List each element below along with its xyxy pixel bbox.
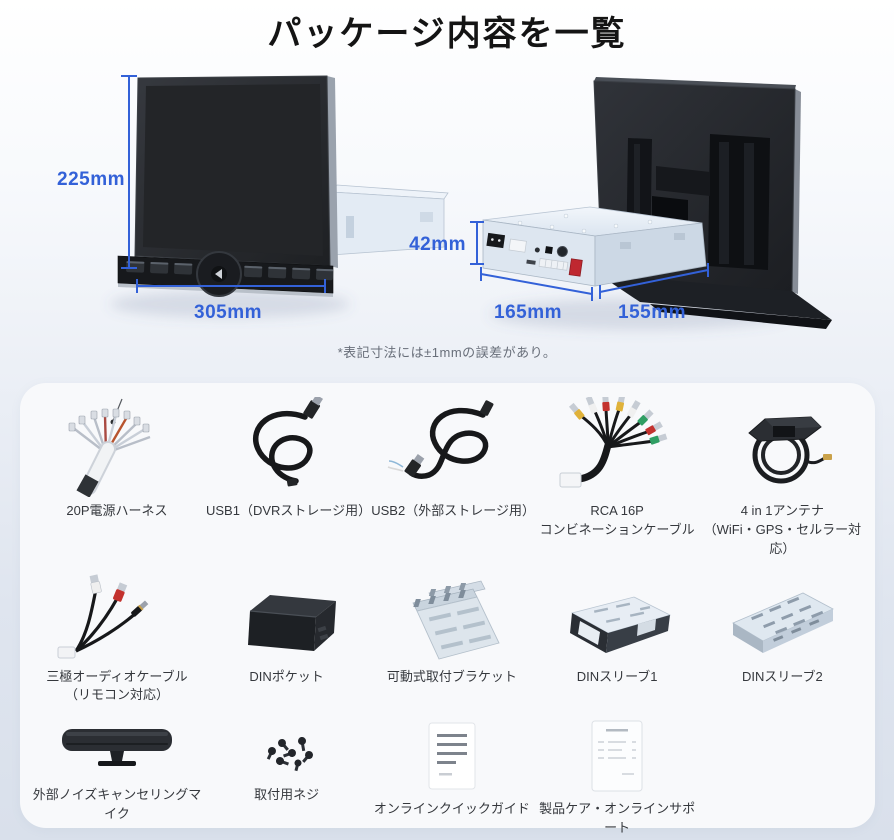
package-item-mounting-screws: 取付用ネジ	[206, 717, 367, 838]
volume-knob	[196, 251, 242, 297]
mounting-bracket-image	[412, 580, 500, 660]
rear-width-dimension-label: 165mm	[494, 302, 562, 323]
package-item-label: DINポケット	[249, 668, 324, 684]
power-harness-20p-image	[68, 398, 151, 497]
package-items-grid: 20P電源ハーネス USB1（DVRストレージ用）	[20, 383, 875, 838]
package-item-external-mic: 外部ノイズキャンセリングマイク	[32, 717, 202, 838]
package-item-usb1-cable: USB1（DVRストレージ用）	[206, 397, 372, 559]
package-item-label: 20P電源ハーネス	[66, 503, 168, 518]
usb1-cable-image	[252, 397, 323, 487]
rear-depth-dimension-line	[599, 263, 709, 299]
din-sleeve-1-image	[570, 596, 672, 653]
product-dimensions-illustration: 225mm 305mm	[57, 75, 832, 330]
din-sleeve-2-image	[732, 592, 835, 653]
front-width-dimension-line	[136, 279, 326, 293]
front-height-dimension-line	[121, 75, 137, 269]
antenna-4in1-image	[748, 416, 833, 484]
front-height-dimension-label: 225mm	[57, 169, 125, 190]
rear-height-dimension-line	[470, 221, 484, 265]
package-item-label: 4 in 1アンテナ （WiFi・GPS・セルラー対応）	[703, 503, 862, 556]
product-care-support-image	[591, 720, 643, 792]
package-item-label: USB1（DVRストレージ用）	[206, 503, 372, 518]
package-item-antenna-4in1: 4 in 1アンテナ （WiFi・GPS・セルラー対応）	[702, 397, 863, 559]
package-item-label: 外部ノイズキャンセリングマイク	[32, 787, 202, 822]
package-item-din-pocket: DINポケット	[206, 571, 367, 706]
package-item-label: 可動式取付ブラケット	[386, 668, 517, 684]
package-item-label: RCA 16P コンビネーションケーブル	[539, 503, 695, 537]
device-front-view: 225mm 305mm	[57, 75, 449, 323]
front-width-dimension-label: 305mm	[194, 302, 262, 323]
package-item-mounting-bracket: 可動式取付ブラケット	[371, 571, 532, 706]
rear-ports	[486, 232, 583, 277]
package-item-label: 三極オーディオケーブル （リモコン対応）	[46, 668, 188, 703]
dimensions-hero-section: 225mm 305mm	[0, 46, 894, 376]
package-item-rca-16p-cable: RCA 16P コンビネーションケーブル	[537, 397, 698, 559]
package-item-din-sleeve-1: DINスリーブ1	[537, 571, 698, 706]
rca-16p-cable-image	[559, 397, 668, 488]
package-item-audio-3pole-cable: 三極オーディオケーブル （リモコン対応）	[32, 571, 202, 706]
package-item-label: DINスリーブ1	[576, 668, 658, 684]
package-item-usb2-cable: USB2（外部ストレージ用）	[371, 397, 535, 559]
package-item-label: オンラインクイックガイド	[373, 801, 530, 817]
package-item-online-quick-guide: オンラインクイックガイド	[371, 717, 532, 838]
rear-height-dimension-label: 42mm	[409, 234, 466, 255]
din-pocket-image	[247, 594, 336, 651]
mounting-screws-image	[266, 737, 313, 772]
audio-3pole-cable-image	[57, 573, 149, 659]
rear-width-dimension-line	[480, 267, 593, 301]
package-item-label: 製品ケア・オンラインサポート	[539, 801, 696, 836]
usb2-cable-image	[387, 400, 494, 480]
rear-depth-dimension-label: 155mm	[618, 302, 686, 323]
package-item-din-sleeve-2: DINスリーブ2	[702, 571, 863, 706]
package-item-power-harness-20p: 20P電源ハーネス	[32, 397, 202, 559]
package-item-label: USB2（外部ストレージ用）	[371, 503, 535, 518]
package-item-product-care-support: 製品ケア・オンラインサポート	[537, 717, 698, 838]
online-quick-guide-image	[428, 722, 476, 790]
external-mic-image	[62, 729, 172, 767]
package-contents-card: 20P電源ハーネス USB1（DVRストレージ用）	[20, 383, 875, 835]
page-title: パッケージ内容を一覧	[267, 15, 627, 53]
package-item-label: 取付用ネジ	[254, 787, 320, 803]
device-rear-view: 42mm 165mm 155mm	[409, 77, 832, 329]
dimensions-tolerance-note: *表記寸法には±1mmの誤差があり。	[337, 345, 557, 360]
package-item-label: DINスリーブ2	[741, 668, 823, 684]
